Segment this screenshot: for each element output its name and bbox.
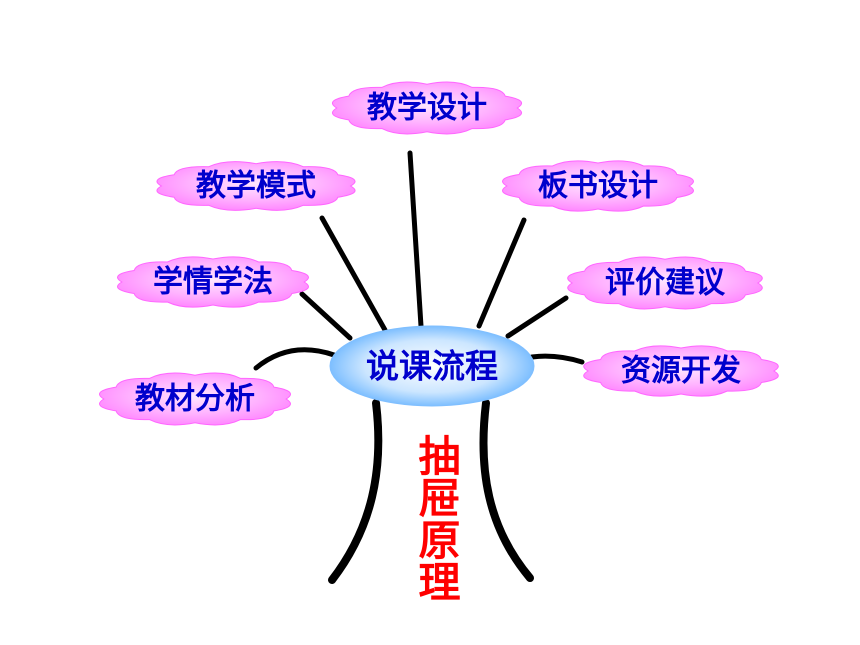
center-label: 说课流程 [366, 347, 498, 386]
cloud-node-resource-development: 资源开发 [583, 345, 779, 397]
cloud-node-material-analysis: 教材分析 [99, 372, 291, 426]
line-evaluation-advice [505, 295, 569, 339]
line-learning-method [299, 291, 353, 341]
line-board-design [476, 217, 527, 329]
cloud-node-teaching-design: 教学设计 [331, 81, 523, 135]
cloud-node-teaching-mode: 教学模式 [156, 161, 356, 211]
cloud-label-evaluation-advice: 评价建议 [605, 266, 726, 301]
cloud-label-teaching-design: 教学设计 [367, 91, 487, 126]
connector-lines [253, 150, 585, 371]
cloud-label-material-analysis: 教材分析 [135, 382, 255, 417]
tree-trunk [328, 399, 534, 584]
line-teaching-design [407, 150, 424, 329]
trunk-left [328, 399, 383, 584]
vertical-title: 抽屉原理 [412, 434, 461, 602]
cloud-node-learning-method: 学情学法 [117, 256, 309, 308]
cloud-node-evaluation-advice: 评价建议 [567, 256, 763, 310]
cloud-node-board-design: 板书设计 [502, 160, 694, 212]
cloud-label-learning-method: 学情学法 [153, 265, 273, 300]
cloud-shape [117, 256, 309, 308]
cloud-label-resource-development: 资源开发 [621, 354, 741, 389]
cloud-shape [331, 81, 523, 135]
cloud-shape [583, 345, 779, 397]
line-resource-development [529, 353, 585, 365]
line-material-analysis [253, 347, 337, 371]
cloud-label-board-design: 板书设计 [538, 169, 658, 204]
trunk-right [479, 399, 534, 582]
cloud-shape [567, 256, 763, 310]
cloud-shape [99, 372, 291, 426]
line-teaching-mode [319, 215, 388, 333]
cloud-shape [502, 160, 694, 212]
cloud-shape [156, 161, 356, 211]
center-node: 说课流程 [329, 325, 535, 407]
cloud-label-teaching-mode: 教学模式 [196, 169, 316, 204]
